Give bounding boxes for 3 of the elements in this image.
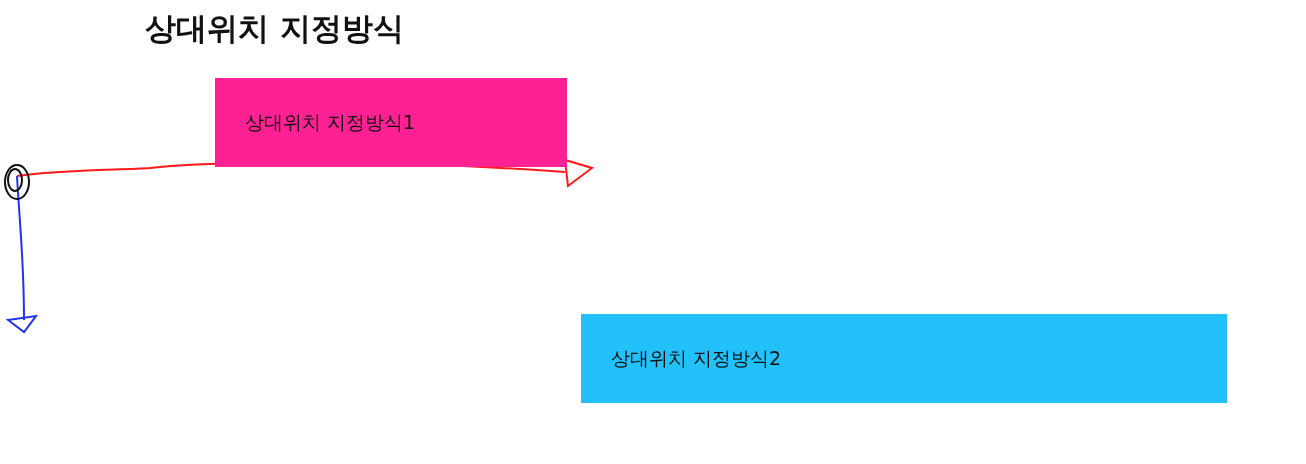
title: 상대위치 지정방식 [145,9,404,48]
text-box: 상대위치 지정방식2 [581,314,1227,403]
text-box: 상대위치 지정방식1 [215,78,567,167]
